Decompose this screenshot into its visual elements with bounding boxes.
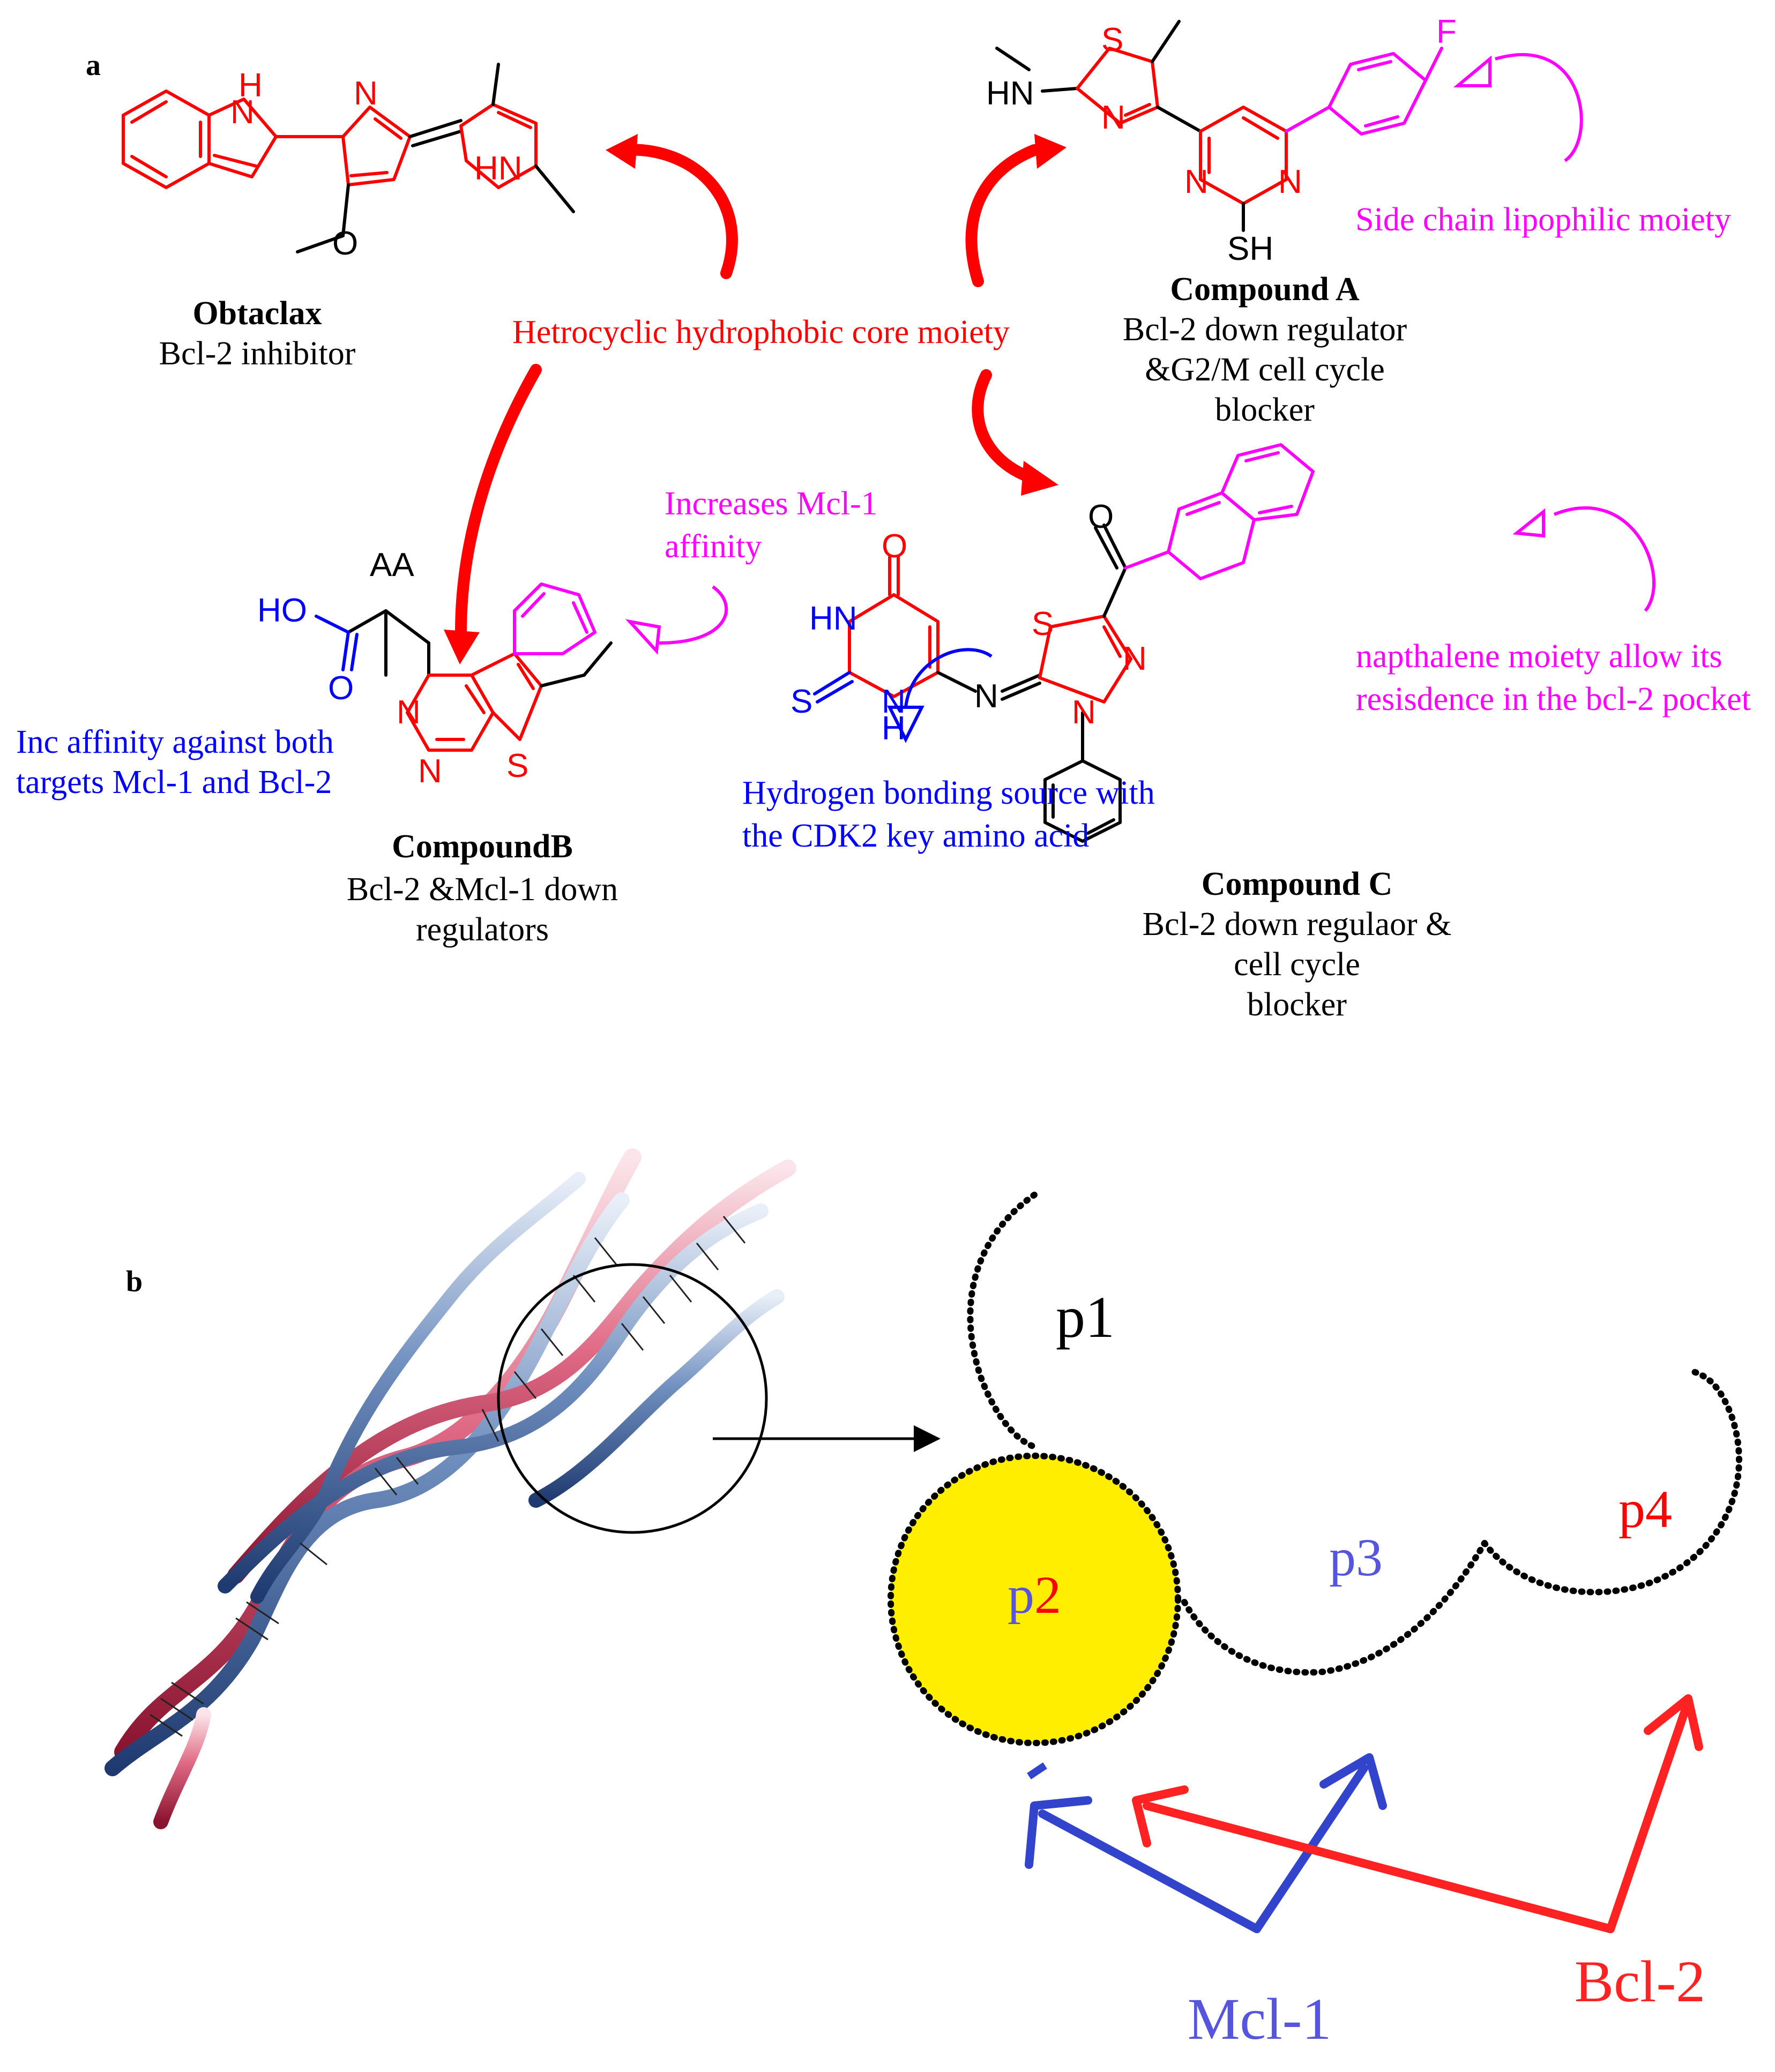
atom-label: N [1101, 99, 1125, 136]
pocket-p2-suffix: 2 [1034, 1565, 1061, 1625]
atom-label: HN [986, 75, 1034, 112]
compound-b-desc-1: Bcl-2 &Mcl-1 down [347, 871, 618, 908]
mcl1-affinity-annotation-1: Increases Mcl-1 [665, 485, 878, 522]
atom-label: N [1123, 640, 1147, 677]
compound-c-desc-2: cell cycle [1234, 946, 1360, 983]
atom-label: HN [474, 150, 523, 187]
panel-a-label: a [86, 49, 101, 82]
zoom-circle [497, 1263, 768, 1534]
compound-b-name: CompoundB [392, 828, 573, 865]
atom-label: N [1278, 163, 1302, 200]
atom-label: N [418, 753, 442, 790]
compound-c-name: Compound C [1202, 866, 1393, 902]
atom-label: H [238, 67, 263, 104]
binding-pockets [888, 1192, 1742, 1746]
atom-label: SH [1227, 230, 1273, 267]
compound-c-desc-1: Bcl-2 down regulaor & [1143, 906, 1452, 943]
obtaclax-desc: Bcl-2 inhibitor [159, 335, 356, 372]
atom-label: S [1032, 605, 1054, 642]
atom-label: HN [809, 600, 857, 637]
mcl1-affinity-annotation-2: affinity [665, 528, 762, 565]
atom-label: AA [370, 547, 414, 584]
obtaclax-structure [122, 63, 575, 253]
inc-affinity-annotation-1: Inc affinity against both [16, 724, 334, 760]
bcl2-arrows [1132, 1694, 1703, 1933]
mcl1-arrows [1025, 1753, 1387, 1933]
atom-label: S [1101, 21, 1123, 58]
pocket-p2-label: p2 [1008, 1565, 1061, 1625]
naphthalene-annotation-1: napthalene moiety allow its [1356, 638, 1722, 675]
dna-illustration [105, 1148, 796, 1829]
atom-label: S [506, 747, 528, 784]
atom-label: N [230, 94, 255, 131]
atom-label: HO [257, 592, 307, 629]
obtaclax-name: Obtaclax [192, 295, 322, 332]
atom-label: O [882, 528, 907, 565]
compound-a-desc-3: blocker [1215, 392, 1315, 428]
atom-label: N [1184, 163, 1209, 200]
core-arrows [444, 134, 1067, 664]
compound-a-desc-2: &G2/M cell cycle [1145, 351, 1385, 388]
panel-b-label: b [126, 1265, 143, 1298]
atom-label: N [354, 75, 378, 112]
pocket-p1-label: p1 [1056, 1284, 1115, 1350]
atom-label: F [1436, 13, 1457, 50]
compound-a-structure [995, 20, 1443, 232]
pocket-p2-prefix: p [1008, 1565, 1034, 1625]
compound-a-name: Compound A [1170, 271, 1359, 308]
pocket-p3-label: p3 [1329, 1528, 1383, 1587]
atom-label: S [790, 683, 812, 720]
atom-label: N [1072, 694, 1096, 731]
naphthalene-annotation-2: resisdence in the bcl-2 pocket [1356, 681, 1751, 717]
atom-label: O [332, 225, 358, 262]
atom-label: N [974, 678, 998, 715]
bcl2-label: Bcl-2 [1575, 1949, 1705, 2014]
compound-b-structure [315, 582, 613, 752]
hbond-annotation-1: Hydrogen bonding source with [742, 775, 1155, 811]
hbond-annotation-2: the CDK2 key amino acid [742, 818, 1089, 854]
pocket-p4-label: p4 [1619, 1479, 1672, 1539]
compound-b-desc-2: regulators [416, 911, 549, 948]
inc-affinity-annotation-2: targets Mcl-1 and Bcl-2 [16, 764, 332, 801]
atom-label: O [328, 670, 354, 707]
compound-a-desc-1: Bcl-2 down regulator [1123, 311, 1407, 348]
atom-label: N [397, 694, 421, 731]
atom-label: O [1088, 498, 1114, 535]
compound-c-desc-3: blocker [1247, 986, 1347, 1023]
side-chain-annotation: Side chain lipophilic moiety [1355, 201, 1731, 238]
mcl1-label: Mcl-1 [1188, 1986, 1332, 2052]
core-label: Hetrocyclic hydrophobic core moiety [512, 314, 1010, 350]
compound-c-structure [813, 443, 1315, 843]
